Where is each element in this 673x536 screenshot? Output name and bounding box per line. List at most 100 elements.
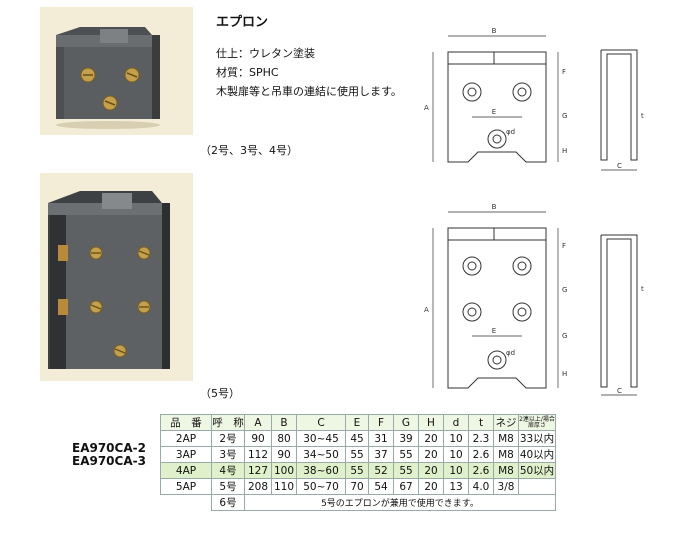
header-e: E [345,414,369,431]
table-cell: 10 [443,462,469,479]
table-cell: 10 [443,430,469,447]
table-cell: 6号 [211,494,245,511]
table-cell: 55 [345,462,369,479]
dim-g2-label-large: G [562,332,567,340]
dim-g-label: G [562,112,567,120]
table-cell: 2号 [211,430,245,447]
table-cell: 34~50 [296,446,346,463]
front-drawing-small: B A E F G H φd [424,27,567,163]
table-cell: M8 [493,430,519,447]
product-title: エプロン [216,15,269,30]
table-cell: 80 [271,430,297,447]
table-cell: 90 [244,430,272,447]
table-cell: 55 [345,446,369,463]
dim-g1-label-large: G [562,286,567,294]
table-cell: 3AP [160,446,212,463]
dim-b-label-large: B [492,203,497,211]
table-cell: 2.6 [468,446,494,463]
dim-h-label-large: H [562,370,567,378]
table-cell: 20 [418,478,444,495]
table-cell: 55 [393,446,419,463]
table-cell: 30~45 [296,430,346,447]
table-cell: 3/8 [493,478,519,495]
header-screw: ネジ [493,414,519,431]
dim-d-label: φd [506,128,515,136]
dim-t-label-large: t [641,285,644,293]
table-cell: 52 [368,462,394,479]
table-cell: 13 [443,478,469,495]
side-drawing-small: t C [600,49,644,171]
table-cell: 100 [271,462,297,479]
catalog-codes: EA970CA-2 EA970CA-3 [72,442,146,468]
dim-e-label: E [492,108,496,116]
header-call: 呼 称 [211,414,245,431]
dim-a-label-large: A [424,306,429,314]
table-cell: 4号 [211,462,245,479]
table-cell: 33以内 [518,430,556,447]
header-f: F [368,414,394,431]
table-cell: 37 [368,446,394,463]
table-cell: 45 [345,430,369,447]
table-cell: 208 [244,478,272,495]
header-h: H [418,414,444,431]
dim-d-label-large: φd [506,349,515,357]
table-cell: 127 [244,462,272,479]
table-cell: 3号 [211,446,245,463]
table-cell: 5号 [211,478,245,495]
table-cell [518,478,556,495]
table-cell: 67 [393,478,419,495]
table-cell: 5AP [160,478,212,495]
table-header-row: 品 番 呼 称 A B C E F G H d t ネジ 2連以上/場合 扉厚さ [160,414,556,431]
table-cell [161,495,212,511]
table-cell: M8 [493,446,519,463]
table-cell: 110 [271,478,297,495]
table-cell: 40以内 [518,446,556,463]
spec-usage: 木製扉等と吊車の連結に使用します。 [216,85,402,98]
table-cell: 31 [368,430,394,447]
spec-finish: 仕上：ウレタン塗装 [216,47,315,60]
header-door-thickness: 2連以上/場合 扉厚さ [518,414,556,431]
catalog-code: EA970CA-3 [72,454,146,468]
table-cell: 20 [418,446,444,463]
dim-a-label: A [424,104,429,112]
product-photo-small [40,7,193,135]
table-cell: 2.3 [468,430,494,447]
table-cell: 50以内 [518,462,556,479]
dim-h-label: H [562,147,567,155]
product-photo-large [40,173,193,381]
table-cell: 38~60 [296,462,346,479]
table-cell: 4AP [160,462,212,479]
caption-small-sizes: （2号、3号、4号） [200,144,298,157]
header-d: d [443,414,469,431]
front-drawing-large: B A E F G G H φd [424,203,567,389]
dim-c-label: C [617,162,622,170]
table-cell: 2.6 [468,462,494,479]
dim-b-label: B [492,27,497,35]
table-cell: 50~70 [296,478,346,495]
header-part-no: 品 番 [160,414,212,431]
table-cell: 54 [368,478,394,495]
table-cell: 2AP [160,430,212,447]
table-cell: 55 [393,462,419,479]
side-drawing-large: t C [600,234,644,396]
header-c: C [296,414,346,431]
table-cell: 90 [271,446,297,463]
spec-material: 材質：SPHC [216,66,279,79]
table-cell: 112 [244,446,272,463]
table-cell: M8 [493,462,519,479]
table-note: 5号のエプロンが兼用で使用できます。 [244,494,556,511]
spec-list: 仕上：ウレタン塗装 材質：SPHC 木製扉等と吊車の連結に使用します。 [216,44,402,101]
catalog-code: EA970CA-2 [72,441,146,455]
dim-c-label-large: C [617,387,622,395]
table-cell: 70 [345,478,369,495]
header-t: t [468,414,494,431]
header-g: G [393,414,419,431]
table-cell: 20 [418,462,444,479]
dim-e-label-large: E [492,327,496,335]
dim-t-label: t [641,112,644,120]
